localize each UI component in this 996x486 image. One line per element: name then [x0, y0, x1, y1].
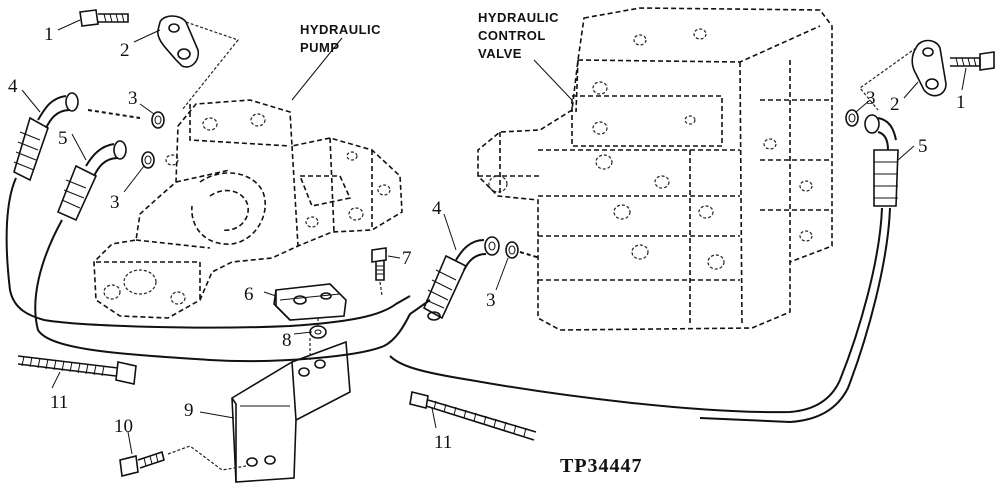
callout-3-left-top: 3	[128, 88, 138, 109]
left-hose-5	[34, 140, 431, 363]
tie-strap-left	[17, 355, 137, 385]
clamp-screw	[371, 247, 387, 297]
callout-10: 10	[114, 416, 133, 437]
hydraulic-pump	[93, 99, 403, 319]
left-cap-screw	[79, 9, 129, 27]
valve-label-line-2: CONTROL	[478, 28, 546, 43]
valve-label-line-3: VALVE	[478, 46, 522, 61]
figure-reference: TP34447	[560, 455, 643, 477]
pump-label-line-1: HYDRAULIC	[300, 22, 381, 37]
callout-valve-label: HYDRAULIC CONTROL VALVE	[478, 10, 559, 61]
left-split-flange	[157, 15, 239, 111]
tie-strap-right	[409, 391, 537, 441]
callout-11-right: 11	[434, 432, 452, 453]
clamp	[273, 283, 347, 321]
callout-2-right: 2	[890, 94, 900, 115]
bracket	[231, 338, 351, 483]
callout-5-right: 5	[918, 136, 928, 157]
right-o-ring	[845, 109, 859, 127]
callout-numbers: 1 2 3 4 5 3 6 7 8 9 10 11 11 4 3 3 2 1 5	[8, 24, 966, 453]
callout-7: 7	[402, 248, 412, 269]
pump-label-line-2: PUMP	[300, 40, 340, 55]
right-cap-screw	[950, 51, 995, 71]
hydraulic-control-valve	[477, 7, 833, 331]
callout-pump-label: HYDRAULIC PUMP	[300, 22, 381, 55]
callout-8: 8	[282, 330, 292, 351]
callout-2-left: 2	[120, 40, 130, 61]
callout-3-right: 3	[866, 88, 876, 109]
callout-3-left-bottom: 3	[110, 192, 120, 213]
callout-11-left: 11	[50, 392, 68, 413]
bracket-bolt	[119, 445, 247, 477]
left-hose-4	[5, 92, 141, 321]
callout-6: 6	[244, 284, 254, 305]
leader-lines	[21, 19, 967, 455]
left-o-ring-upper	[151, 111, 165, 129]
callout-1-right: 1	[956, 92, 966, 113]
washer	[309, 318, 327, 339]
callout-1-left: 1	[44, 24, 54, 45]
center-hose-4	[422, 236, 541, 321]
callout-4-center: 4	[432, 198, 442, 219]
callout-3-center: 3	[486, 290, 496, 311]
right-split-flange	[859, 39, 947, 111]
callout-4-left: 4	[8, 76, 18, 97]
center-o-ring	[505, 241, 519, 259]
right-hose-5	[389, 114, 899, 424]
left-o-ring-lower	[141, 151, 155, 169]
callout-5-left: 5	[58, 128, 68, 149]
valve-label-line-1: HYDRAULIC	[478, 10, 559, 25]
callout-9: 9	[184, 400, 194, 421]
